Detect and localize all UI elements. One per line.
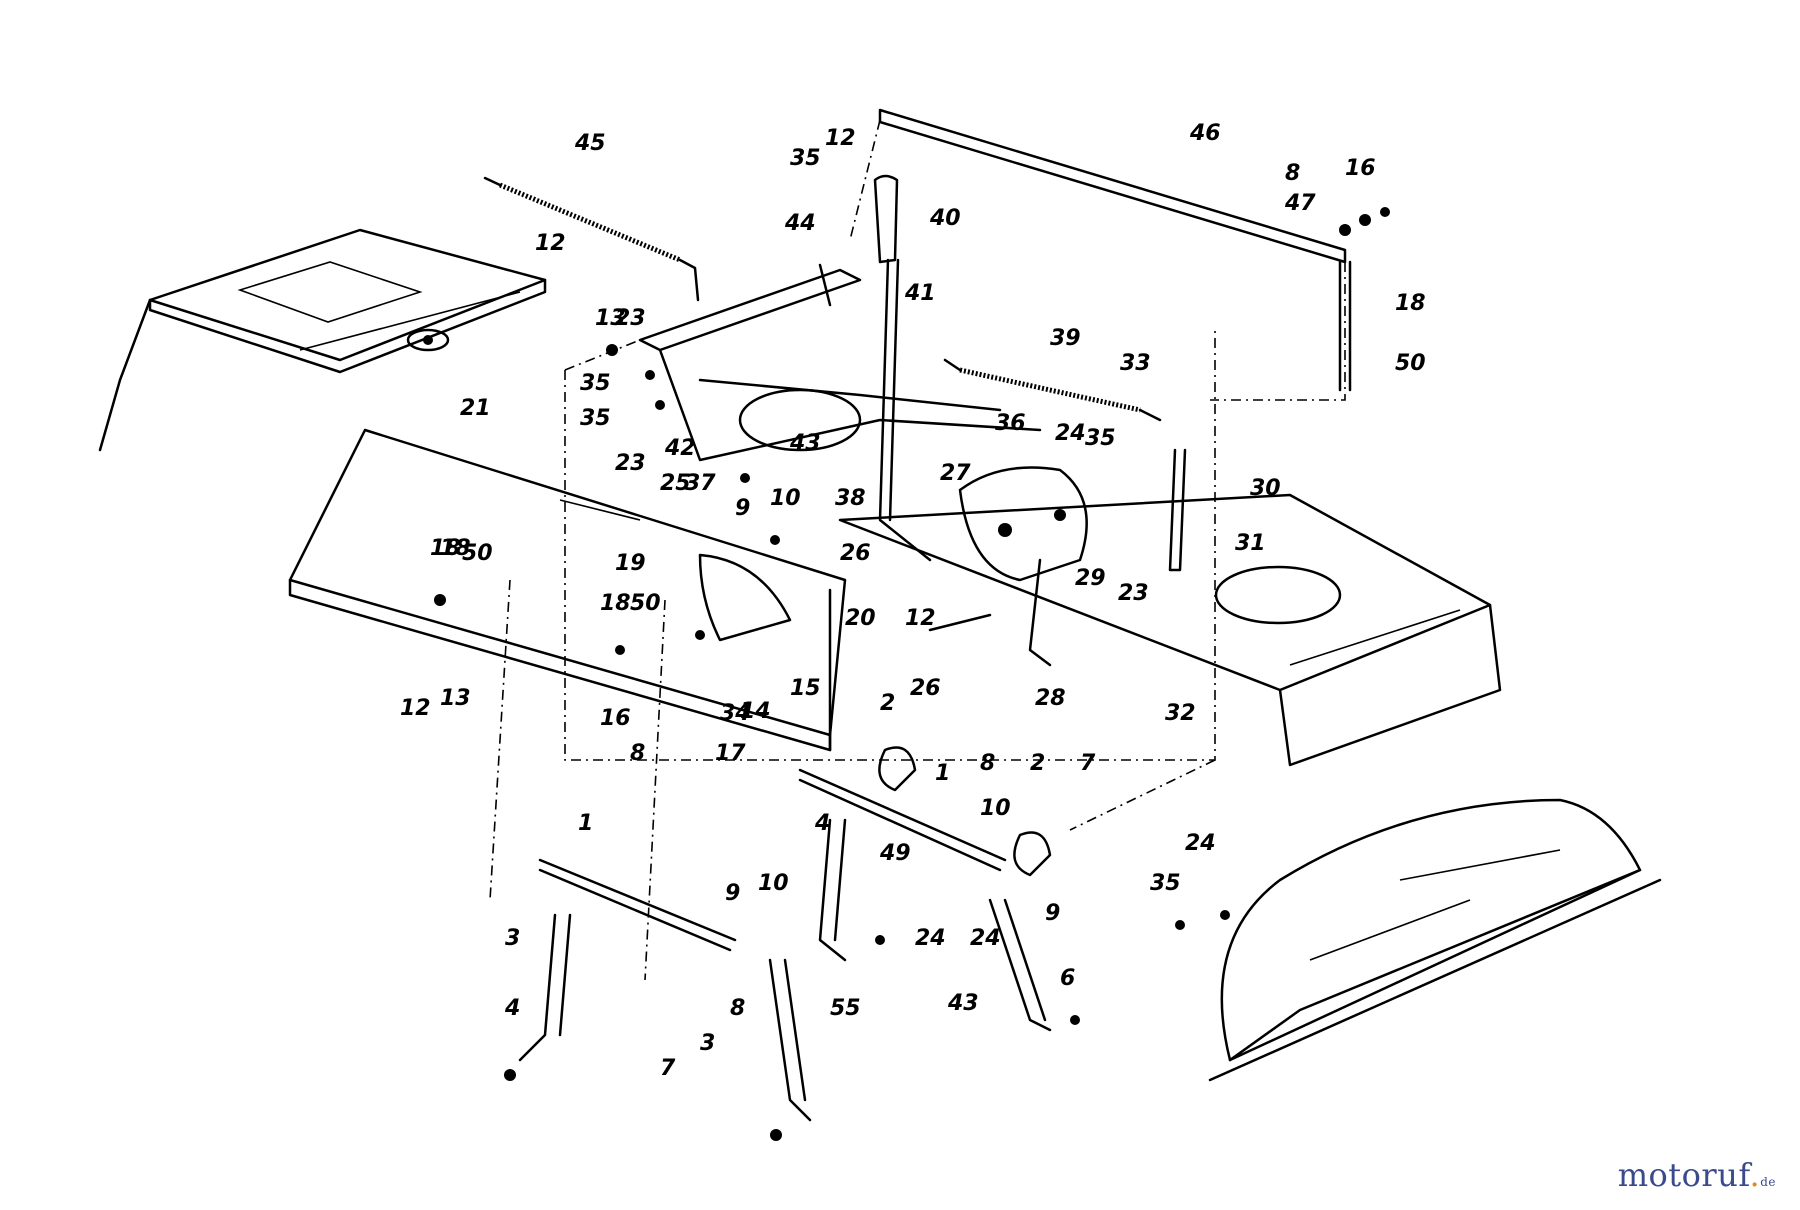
part-label-42: 42	[664, 436, 696, 461]
part-label-1: 1	[935, 761, 950, 786]
part-label-10: 10	[980, 796, 1011, 821]
spring-45	[483, 176, 700, 302]
part-label-35: 35	[1085, 426, 1116, 451]
part-label-39: 39	[1050, 326, 1081, 351]
part-label-8: 8	[980, 751, 995, 776]
part-label-8: 8	[630, 741, 645, 766]
part-label-9: 9	[735, 496, 750, 521]
spring-39	[943, 358, 1162, 422]
part-label-35: 35	[1150, 871, 1181, 896]
part-label-23: 23	[1118, 581, 1149, 606]
part-label-46: 46	[1189, 121, 1221, 146]
part-label-35: 35	[580, 406, 611, 431]
part-label-8: 8	[730, 996, 745, 1021]
left-deck-plate	[98, 228, 547, 452]
part-label-17: 17	[715, 741, 746, 766]
part-label-40: 40	[929, 206, 961, 231]
part-label-10: 10	[770, 486, 801, 511]
part-label-6: 6	[1060, 966, 1075, 991]
part-label-29: 29	[1075, 566, 1106, 591]
watermark-accent: .	[1749, 1156, 1761, 1194]
part-label-27: 27	[940, 461, 971, 486]
part-label-33: 33	[1120, 351, 1151, 376]
part-label-18: 18	[430, 536, 461, 561]
part-label-35: 35	[790, 146, 821, 171]
part-label-36: 36	[995, 411, 1026, 436]
part-label-50: 50	[630, 591, 661, 616]
cam-assembly	[928, 448, 1187, 667]
part-label-16: 16	[600, 706, 631, 731]
part-label-47: 47	[1284, 191, 1316, 216]
part-label-37: 37	[685, 471, 716, 496]
part-label-49: 49	[879, 841, 911, 866]
part-label-12: 12	[400, 696, 431, 721]
part-label-34: 34	[720, 701, 751, 726]
part-label-21: 21	[460, 396, 491, 421]
part-label-30: 30	[1250, 476, 1281, 501]
part-label-19: 19	[615, 551, 646, 576]
part-label-7: 7	[660, 1056, 676, 1081]
part-label-7: 7	[1080, 751, 1096, 776]
arms-4-6-55	[504, 818, 1080, 1141]
part-label-18: 18	[1395, 291, 1426, 316]
part-label-38: 38	[835, 486, 866, 511]
part-label-26: 26	[910, 676, 941, 701]
part-label-50: 50	[462, 541, 493, 566]
part-label-50: 50	[1395, 351, 1426, 376]
part-label-41: 41	[904, 281, 936, 306]
part-label-13: 13	[595, 306, 626, 331]
part-label-24: 24	[915, 926, 946, 951]
part-label-24: 24	[970, 926, 1001, 951]
part-label-23: 23	[615, 451, 646, 476]
part-label-2: 2	[1030, 751, 1045, 776]
part-label-13: 13	[440, 686, 471, 711]
part-label-14: 14	[740, 699, 771, 724]
part-label-3: 3	[505, 926, 520, 951]
part-label-35: 35	[580, 371, 611, 396]
motoruf-watermark: motoruf.de	[1618, 1156, 1776, 1194]
lift-frame	[606, 263, 1042, 545]
part-label-9: 9	[1045, 901, 1060, 926]
part-label-20: 20	[845, 606, 876, 631]
part-label-32: 32	[1165, 701, 1196, 726]
part-label-31: 31	[1235, 531, 1266, 556]
part-label-18: 18	[440, 536, 471, 561]
part-label-23: 23	[615, 306, 646, 331]
part-label-8: 8	[1285, 161, 1300, 186]
part-label-45: 45	[574, 131, 606, 156]
lift-lever-40-41	[873, 174, 932, 562]
dash-panel-46	[849, 108, 1390, 401]
part-label-44: 44	[784, 211, 816, 236]
watermark-brand: motoruf	[1617, 1156, 1750, 1194]
part-label-25: 25	[660, 471, 691, 496]
part-label-26: 26	[840, 541, 871, 566]
mower-deck	[1175, 798, 1662, 1082]
part-label-10: 10	[758, 871, 789, 896]
part-label-24: 24	[1055, 421, 1086, 446]
part-label-24: 24	[1185, 831, 1216, 856]
part-label-9: 9	[725, 881, 740, 906]
part-label-1: 1	[578, 811, 593, 836]
part-label-55: 55	[830, 996, 861, 1021]
front-axle-rods	[538, 746, 1052, 952]
part-label-43: 43	[789, 431, 821, 456]
right-deck-plate	[838, 493, 1502, 767]
part-label-18: 18	[600, 591, 631, 616]
part-label-43: 43	[947, 991, 979, 1016]
part-label-12: 12	[825, 126, 856, 151]
part-label-4: 4	[814, 811, 830, 836]
part-label-2: 2	[880, 691, 895, 716]
part-label-16: 16	[1345, 156, 1376, 181]
part-label-3: 3	[700, 1031, 715, 1056]
front-panel-21	[288, 428, 847, 752]
part-label-15: 15	[790, 676, 821, 701]
part-label-28: 28	[1035, 686, 1066, 711]
part-label-12: 12	[905, 606, 936, 631]
part-label-4: 4	[504, 996, 520, 1021]
part-label-12: 12	[535, 231, 566, 256]
watermark-suffix: de	[1760, 1175, 1776, 1189]
